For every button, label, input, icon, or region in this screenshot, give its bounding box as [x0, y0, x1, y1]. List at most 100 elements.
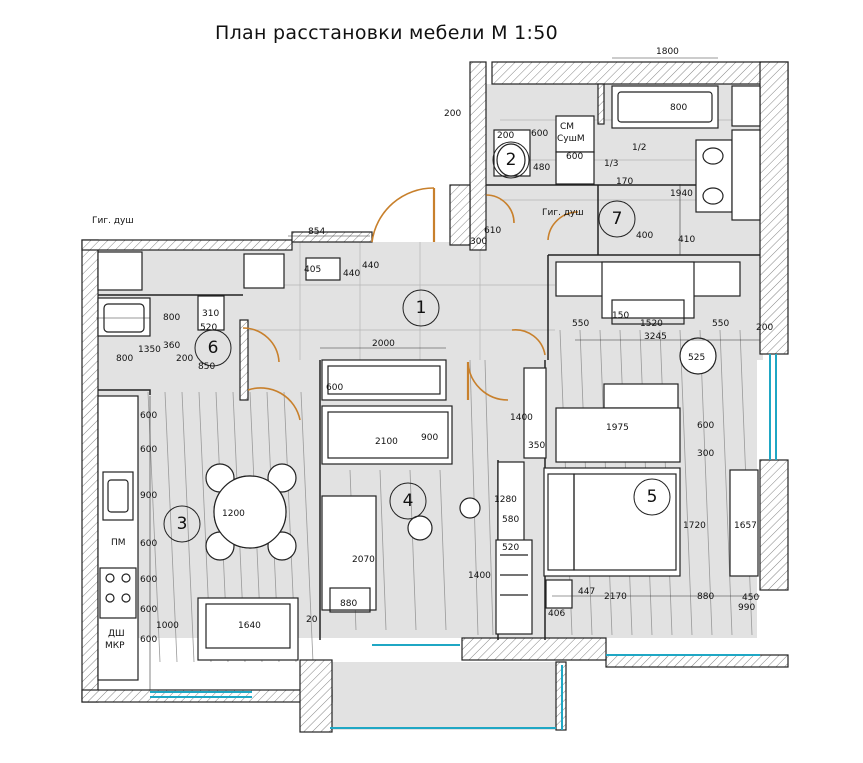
dim-406: 406 [548, 609, 565, 619]
toilet-6 [197, 295, 225, 331]
dim-1280: 1280 [494, 495, 517, 505]
dim-1-2: 1/2 [632, 143, 646, 153]
dim-550-a: 550 [572, 319, 589, 329]
dim-200-b: 200 [176, 354, 193, 364]
windows [150, 354, 777, 730]
dim-880-a: 880 [340, 599, 357, 609]
room-7-circle [598, 200, 636, 238]
wall-top-left [81, 239, 293, 251]
wall-bottom-right [605, 654, 789, 668]
wall-mid-v [449, 184, 471, 246]
dim-525: 525 [688, 353, 705, 363]
dim-800-bottom: 800 [116, 354, 133, 364]
dim-200-top: 200 [444, 109, 461, 119]
dim-k900: 900 [140, 491, 157, 501]
dim-990: 990 [738, 603, 755, 613]
room-3-label: 3 [177, 514, 188, 534]
room-2-label: 2 [506, 150, 517, 170]
room-5-circle [633, 478, 671, 516]
wall-bottom-balcony-left [299, 659, 333, 733]
dim-k600-1: 600 [140, 411, 157, 421]
dim-1520: 1520 [640, 319, 663, 329]
dim-1350: 1350 [138, 345, 161, 355]
wall-left [81, 239, 99, 703]
label-mkr: МКР [105, 641, 125, 651]
dim-400: 400 [636, 231, 653, 241]
room-1-label: 1 [416, 298, 427, 318]
dim-1975: 1975 [606, 423, 629, 433]
label-hyg-shower-left: Гиг. душ [92, 216, 134, 226]
dim-2170: 2170 [604, 592, 627, 602]
room-3-circle [163, 505, 201, 543]
kitchen-counter [97, 395, 139, 681]
wall-bottom-mid [461, 637, 607, 661]
dim-3245: 3245 [644, 332, 667, 342]
wall-bath-top [491, 61, 789, 85]
dim-1200: 1200 [222, 509, 245, 519]
dim-600-tv: 600 [326, 383, 343, 393]
label-dsh: ДШ [108, 629, 125, 639]
dim-200-a: 200 [497, 131, 514, 141]
dim-1400-a: 1400 [510, 413, 533, 423]
dim-800-bath: 800 [670, 103, 687, 113]
room-2-circle [492, 141, 530, 179]
kitchen-sofa [197, 597, 299, 661]
plan-title: План расстановки мебели М 1:50 [215, 22, 559, 44]
dim-405: 405 [304, 265, 321, 275]
doors [242, 187, 579, 421]
dim-170: 170 [616, 177, 633, 187]
living-sofa [321, 405, 453, 465]
dim-300-r: 300 [697, 449, 714, 459]
label-washing-machine: СМ [560, 122, 574, 132]
dim-2100: 2100 [375, 437, 398, 447]
wall-top-mid [291, 231, 373, 243]
dim-200-right: 200 [756, 323, 773, 333]
dim-600-b: 600 [566, 152, 583, 162]
floor-balcony [330, 662, 560, 730]
dim-450: 450 [742, 593, 759, 603]
dim-k600-5: 600 [140, 605, 157, 615]
desk [321, 495, 377, 611]
dimension-lines [96, 57, 760, 690]
door-bath-7 [547, 211, 579, 241]
dim-440b: 440 [362, 261, 379, 271]
room-5-label: 5 [647, 487, 658, 507]
dim-1000: 1000 [156, 621, 179, 631]
dim-1657: 1657 [734, 521, 757, 531]
dim-2070: 2070 [352, 555, 375, 565]
room-7-label: 7 [612, 209, 623, 229]
washing-machine [555, 115, 595, 153]
dim-447: 447 [578, 587, 595, 597]
dim-1720: 1720 [683, 521, 706, 531]
dim-900: 900 [421, 433, 438, 443]
dim-310: 310 [202, 309, 219, 319]
label-dishwasher-pm: ПМ [111, 538, 126, 548]
furniture [97, 85, 761, 681]
dim-360: 360 [163, 341, 180, 351]
room-4-circle [389, 482, 427, 520]
wall-bath-inner [597, 83, 605, 125]
dim-1-3: 1/3 [604, 159, 618, 169]
dim-854: 854 [308, 227, 325, 237]
dim-1400-b: 1400 [468, 571, 491, 581]
dim-880-b: 880 [697, 592, 714, 602]
dimension-labels: 1800 800 200 200 600 480 600 1/2 1/3 170… [116, 47, 773, 645]
wardrobe-bedroom [729, 469, 759, 577]
dim-1940: 1940 [670, 189, 693, 199]
tv-stand [321, 359, 447, 401]
door-bath-2 [485, 194, 515, 224]
dim-610: 610 [484, 226, 501, 236]
dim-150: 150 [612, 311, 629, 321]
dryer [555, 151, 595, 185]
door-wc [242, 327, 280, 363]
room-markers [163, 141, 671, 543]
dim-850: 850 [198, 362, 215, 372]
entrance-door [371, 187, 435, 243]
dim-1640: 1640 [238, 621, 261, 631]
room-6-label: 6 [208, 338, 219, 358]
door-kitchen [247, 387, 301, 421]
dim-520-b: 520 [502, 543, 519, 553]
dim-600-r: 600 [697, 421, 714, 431]
door-bedroom [511, 329, 546, 356]
